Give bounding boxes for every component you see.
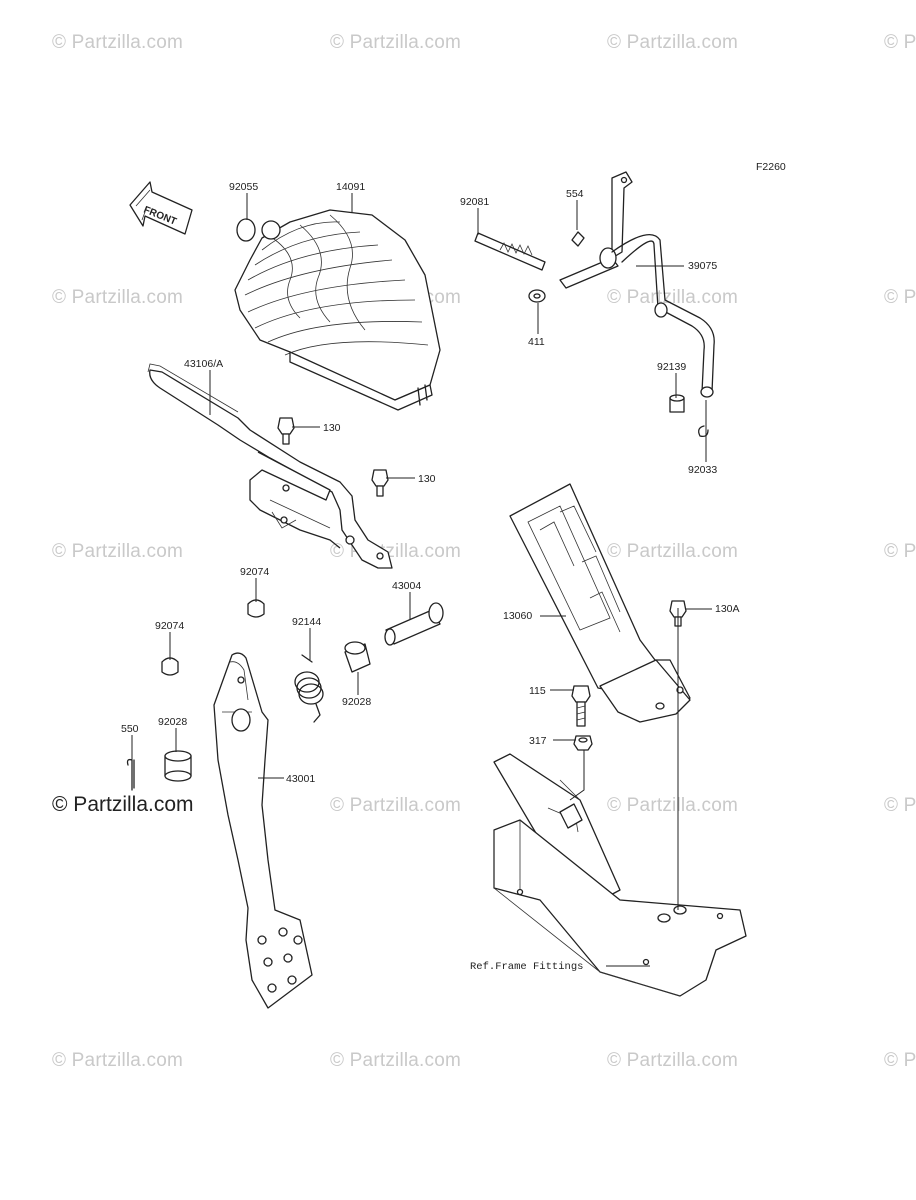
callout-92144: 92144 <box>292 616 321 628</box>
watermark: © Partzilla.com <box>52 287 184 308</box>
callout-92074-lower: 92074 <box>155 620 184 632</box>
bushing-92028-left <box>164 750 192 782</box>
cotter-pin-550 <box>126 758 135 791</box>
cap-92074-lower <box>161 657 179 676</box>
watermark: © Partzilla.com <box>52 32 184 53</box>
bolt-115 <box>571 685 591 727</box>
callout-ref-frame-fittings: Ref.Frame Fittings <box>470 961 583 973</box>
callout-92028-left: 92028 <box>158 716 187 728</box>
watermark: © Partzilla.com <box>52 1050 184 1071</box>
watermark-featured: © Partzilla.com <box>52 793 194 816</box>
callout-92074-upper: 92074 <box>240 566 269 578</box>
watermark: © Partzilla.com <box>607 32 739 53</box>
callout-92028-right: 92028 <box>342 696 371 708</box>
callout-43106A: 43106/A <box>184 358 223 370</box>
bolt-130-lower <box>371 469 389 497</box>
watermark: © Partzilla.com <box>330 1050 462 1071</box>
callout-43004: 43004 <box>392 580 421 592</box>
callout-14091: 14091 <box>336 181 365 193</box>
boot-part <box>234 209 441 411</box>
watermark: © Partzilla.com <box>607 541 739 562</box>
lever-link-part <box>559 171 715 398</box>
callout-130A: 130A <box>715 603 740 615</box>
brake-pedal-part <box>213 652 313 1009</box>
watermark: © Partzilla.com <box>884 795 916 816</box>
bushing-92028-right <box>344 641 371 673</box>
throttle-pedal-part <box>509 483 691 723</box>
callout-43001: 43001 <box>286 773 315 785</box>
callout-317: 317 <box>529 735 547 747</box>
watermark: © Partzilla.com <box>884 1050 916 1071</box>
collar-part <box>669 394 685 413</box>
front-arrow-icon: FRONT <box>129 181 193 235</box>
callout-92081: 92081 <box>460 196 489 208</box>
watermark: © Partzilla.com <box>52 541 184 562</box>
hand-lever-part <box>147 363 393 569</box>
frame-fitting-part <box>493 753 747 997</box>
callout-13060: 13060 <box>503 610 532 622</box>
watermark: © Partzilla.com <box>607 1050 739 1071</box>
torsion-spring-part <box>294 654 324 723</box>
callout-92139: 92139 <box>657 361 686 373</box>
nut-317 <box>573 735 593 751</box>
figure-id: F2260 <box>756 161 786 173</box>
callout-411: 411 <box>528 336 545 348</box>
clip-part <box>698 425 709 438</box>
callout-92033: 92033 <box>688 464 717 476</box>
callout-550: 550 <box>121 723 139 735</box>
callout-92055: 92055 <box>229 181 258 193</box>
watermark: © Partzilla.com <box>884 287 916 308</box>
callout-39075: 39075 <box>688 260 717 272</box>
washer-part <box>528 289 546 303</box>
watermark: © Partzilla.com <box>607 795 739 816</box>
cotter-pin-part <box>571 231 585 247</box>
watermark: © Partzilla.com <box>884 32 916 53</box>
o-ring-part <box>236 218 256 242</box>
rod-spring-part <box>474 232 546 271</box>
callout-130-upper: 130 <box>323 422 341 434</box>
bolt-130-upper <box>277 417 295 445</box>
watermark: © Partzilla.com <box>607 287 739 308</box>
watermark: © Partzilla.com <box>884 541 916 562</box>
shaft-part <box>384 602 444 646</box>
cap-92074-upper <box>247 599 265 618</box>
callout-115: 115 <box>529 685 546 697</box>
callout-554: 554 <box>566 188 584 200</box>
leader-lines <box>131 193 712 967</box>
watermark: © Partzilla.com <box>330 795 462 816</box>
callout-130-lower: 130 <box>418 473 436 485</box>
watermark: © Partzilla.com <box>330 32 462 53</box>
